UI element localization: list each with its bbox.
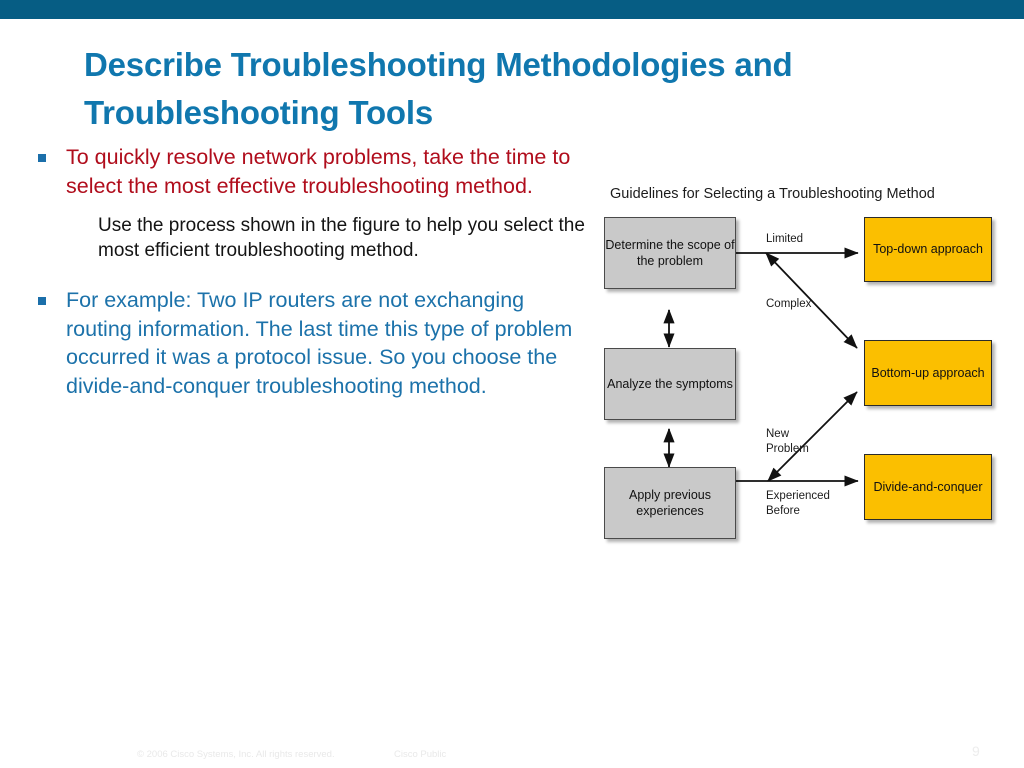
edge-label-complex: Complex (766, 298, 812, 310)
node-bottom-up-approach: Bottom-up approach (864, 340, 992, 406)
edge-label-experienced-before: Experienced Before (766, 490, 830, 517)
bullet-item-1-text: To quickly resolve network problems, tak… (66, 145, 571, 198)
bullet-item-2: For example: Two IP routers are not exch… (30, 286, 590, 400)
node-divide-and-conquer: Divide-and-conquer (864, 454, 992, 520)
bullet-item-2-text: For example: Two IP routers are not exch… (66, 287, 573, 398)
diagram-connectors (663, 247, 859, 487)
top-accent-bar (0, 0, 1024, 19)
node-determine-scope: Determine the scope of the problem (604, 217, 736, 289)
edge-label-new-problem: New Problem (766, 428, 809, 455)
troubleshooting-method-diagram: Guidelines for Selecting a Troubleshooti… (596, 186, 1008, 546)
square-bullet-icon (38, 296, 46, 305)
footer-copyright: © 2006 Cisco Systems, Inc. All rights re… (137, 749, 335, 760)
edge-complex-bottomup (765, 252, 858, 349)
edge-label-limited: Limited (766, 233, 804, 245)
page-number: 9 (972, 743, 980, 759)
page-title: Describe Troubleshooting Methodologies a… (84, 46, 793, 131)
node-top-down-approach: Top-down approach (864, 217, 992, 282)
content-text-column: To quickly resolve network problems, tak… (30, 143, 590, 414)
square-bullet-icon (38, 154, 46, 162)
sub-bullet-item: Use the process shown in the figure to h… (30, 214, 590, 264)
node-apply-previous-experiences: Apply previous experiences (604, 467, 736, 539)
footer-classification: Cisco Public (394, 749, 447, 760)
sub-bullet-text: Use the process shown in the figure to h… (98, 215, 585, 262)
edge-newproblem-bottomup (767, 391, 858, 482)
diagram-caption: Guidelines for Selecting a Troubleshooti… (610, 186, 935, 202)
node-analyze-symptoms: Analyze the symptoms (604, 348, 736, 420)
bullet-item-1: To quickly resolve network problems, tak… (30, 143, 590, 200)
